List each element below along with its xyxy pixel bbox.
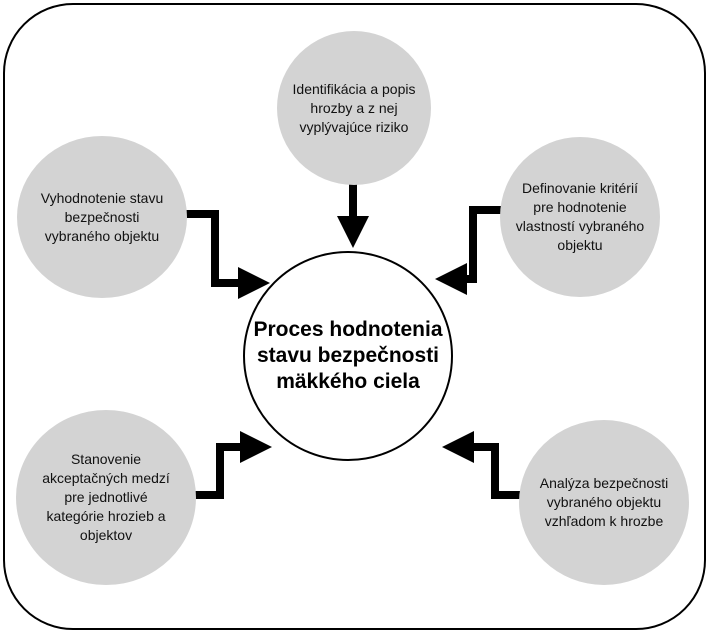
node-upper-left: Vyhodnotenie stavu bezpečnosti vybraného… [17,136,187,298]
node-upper-right-label: Definovanie kritérií pre hodnotenie vlas… [515,180,645,253]
node-lower-left-label: Stanovenie akceptačných medzí pre jednot… [42,451,170,543]
node-lower-right-label: Analýza bezpečnosti vybraného objektu vz… [539,475,669,529]
node-upper-left-label: Vyhodnotenie stavu bezpečnosti vybraného… [40,189,164,244]
arrow-upper-right [435,206,503,295]
node-lower-left: Stanovenie akceptačných medzí pre jednot… [16,410,196,585]
arrow-upper-left [183,210,270,299]
center-label: Proces hodnotenia stavu bezpečnosti mäkk… [253,318,443,393]
node-upper-right: Definovanie kritérií pre hodnotenie vlas… [500,137,660,297]
arrow-lower-left [190,431,272,499]
center-node: Proces hodnotenia stavu bezpečnosti mäkk… [243,251,453,461]
arrow-lower-right [442,431,522,499]
node-top-label: Identifikácia a popis hrozby a z nej vyp… [292,80,416,135]
node-lower-right: Analýza bezpečnosti vybraného objektu vz… [519,420,689,585]
diagram-frame [3,3,706,630]
node-top: Identifikácia a popis hrozby a z nej vyp… [277,31,431,185]
